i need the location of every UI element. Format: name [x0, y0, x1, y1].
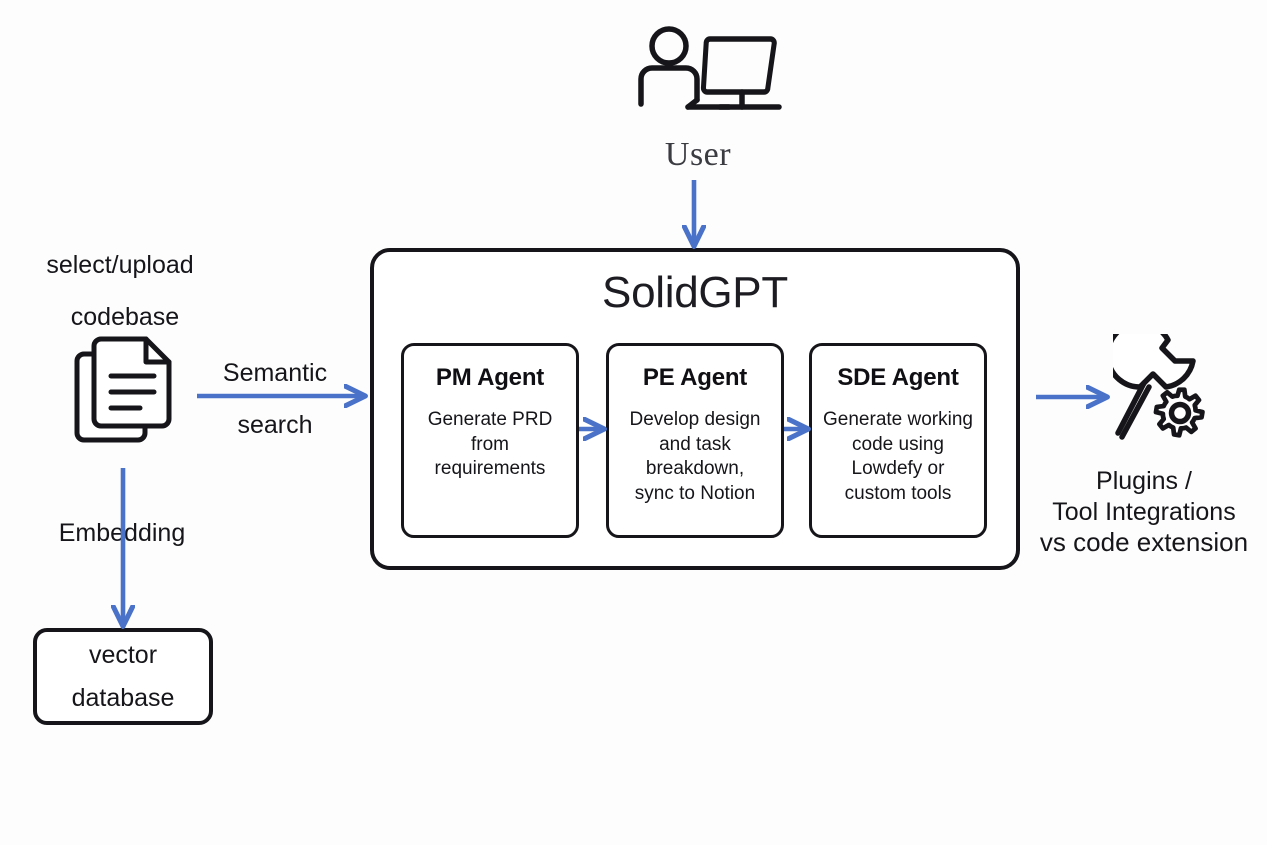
plugins-line2: Tool Integrations [1052, 497, 1236, 526]
sde-agent-description: Generate working code using Lowdefy or c… [823, 409, 973, 505]
vector-database-text: vector database [33, 628, 213, 725]
pm-agent-title: PM Agent [435, 364, 545, 391]
pm-agent-description: Generate PRD from requirements [427, 409, 553, 480]
vector-database-box [33, 628, 213, 725]
pe-agent-description: Develop design and task breakdown, sync … [629, 409, 761, 505]
plugins-line1: Plugins / [1096, 467, 1192, 495]
user-icon [636, 26, 786, 126]
sde-agent-title: SDE Agent [837, 364, 959, 391]
vector-database-line1: vector [88, 640, 158, 669]
sde-agent-card[interactable]: SDE Agent Generate working code using Lo… [809, 343, 987, 538]
select-upload-label: select/upload [46, 251, 194, 279]
pe-agent-card[interactable]: PE Agent Develop design and task breakdo… [606, 343, 784, 538]
pm-agent-card[interactable]: PM Agent Generate PRD from requirements [401, 343, 579, 538]
plugins-line3: vs code extension [1039, 527, 1249, 557]
plugins-label: Plugins / Tool Integrations vs code exte… [1022, 466, 1266, 559]
semantic-search-line2: search [237, 411, 313, 439]
vector-database-line2: database [71, 683, 175, 712]
embedding-label: Embedding [58, 519, 186, 547]
semantic-search-line1: Semantic [222, 359, 328, 387]
wrench-gear-icon [1113, 334, 1223, 454]
solidgpt-title: SolidGPT [602, 268, 788, 317]
user-label: User [664, 136, 732, 173]
codebase-label: codebase [70, 303, 180, 331]
pe-agent-title: PE Agent [642, 364, 748, 391]
documents-stack-icon [68, 332, 178, 447]
